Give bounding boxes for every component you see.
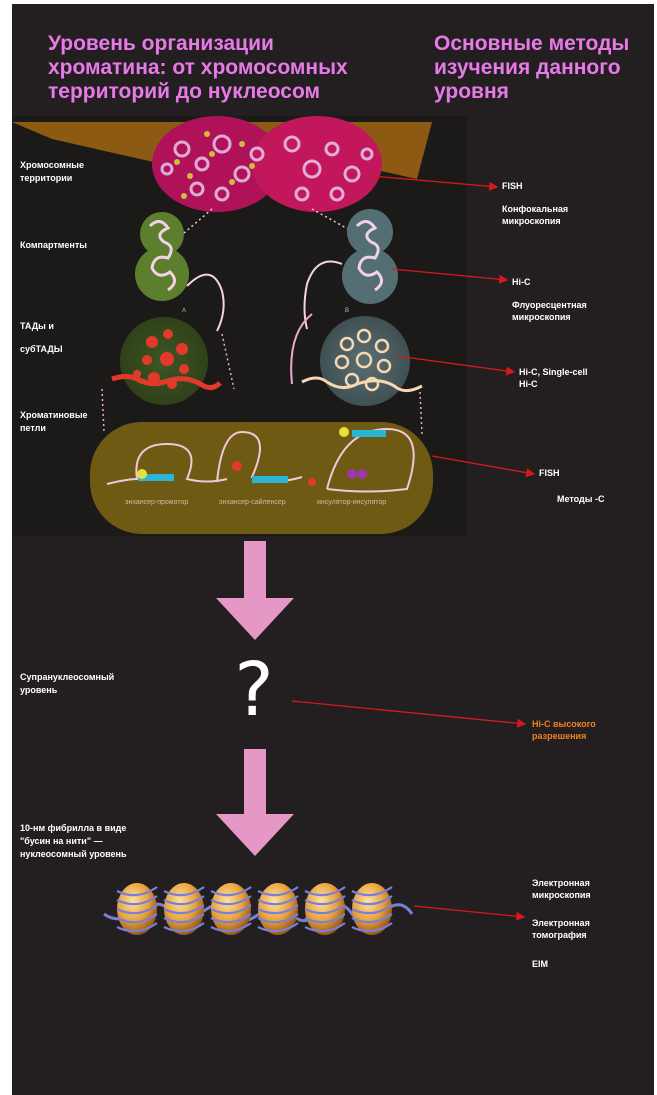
label-nucleosomal: 10-нм фибрилла в виде "бусин на нити" — … [20, 822, 127, 861]
nucleosome-bead [211, 883, 251, 935]
method-em: Электронная микроскопия [532, 877, 591, 901]
method-hic-high: Hi-C высокого разрешения [532, 718, 596, 742]
nucleosome-bead [305, 883, 345, 935]
nucleosome-bead [164, 883, 204, 935]
compartment-b-label: B [345, 308, 349, 314]
label-tads: ТАДы и [20, 320, 54, 333]
method-hic: Hi-C [512, 276, 531, 288]
method-fish: FISH [502, 180, 523, 192]
down-arrow-2 [216, 749, 294, 856]
loop-ii-label: инсулятор-инсулятор [317, 499, 386, 506]
method-c: Методы -С [557, 493, 604, 505]
method-et: Электронная томография [532, 917, 590, 941]
compartment-a-label: A [182, 308, 186, 314]
method-confocal: Конфокальная микроскопия [502, 203, 568, 227]
method-hic-single: Hi-C, Single-cell Hi-C [519, 366, 588, 390]
slide-canvas: Уровень организации хроматина: от хромос… [12, 4, 654, 1095]
method-fluorescence: Флуоресцентная микроскопия [512, 299, 587, 323]
label-subtads: субТАДЫ [20, 343, 63, 356]
label-supranucleosomal: Супрануклеосомный уровень [20, 671, 114, 697]
method-fish-2: FISH [539, 467, 560, 479]
loop-ep-label: энхансер-промотор [125, 499, 188, 506]
label-compartments: Компартменты [20, 239, 87, 252]
label-loops: Хроматиновые петли [20, 409, 88, 435]
question-mark: ? [224, 648, 284, 732]
method-eim: EIM [532, 958, 548, 970]
pointer-em [414, 906, 524, 917]
pointer-hic-high [292, 701, 525, 724]
nucleosome-fiber [104, 883, 412, 935]
loop-es-label: энхансер-сайленсер [219, 498, 286, 506]
nucleosome-bead [352, 883, 392, 935]
label-territories: Хромосомные территории [20, 159, 84, 185]
down-arrow-1 [216, 541, 294, 640]
nucleosome-bead [258, 883, 298, 935]
nucleosome-bead [117, 883, 157, 935]
